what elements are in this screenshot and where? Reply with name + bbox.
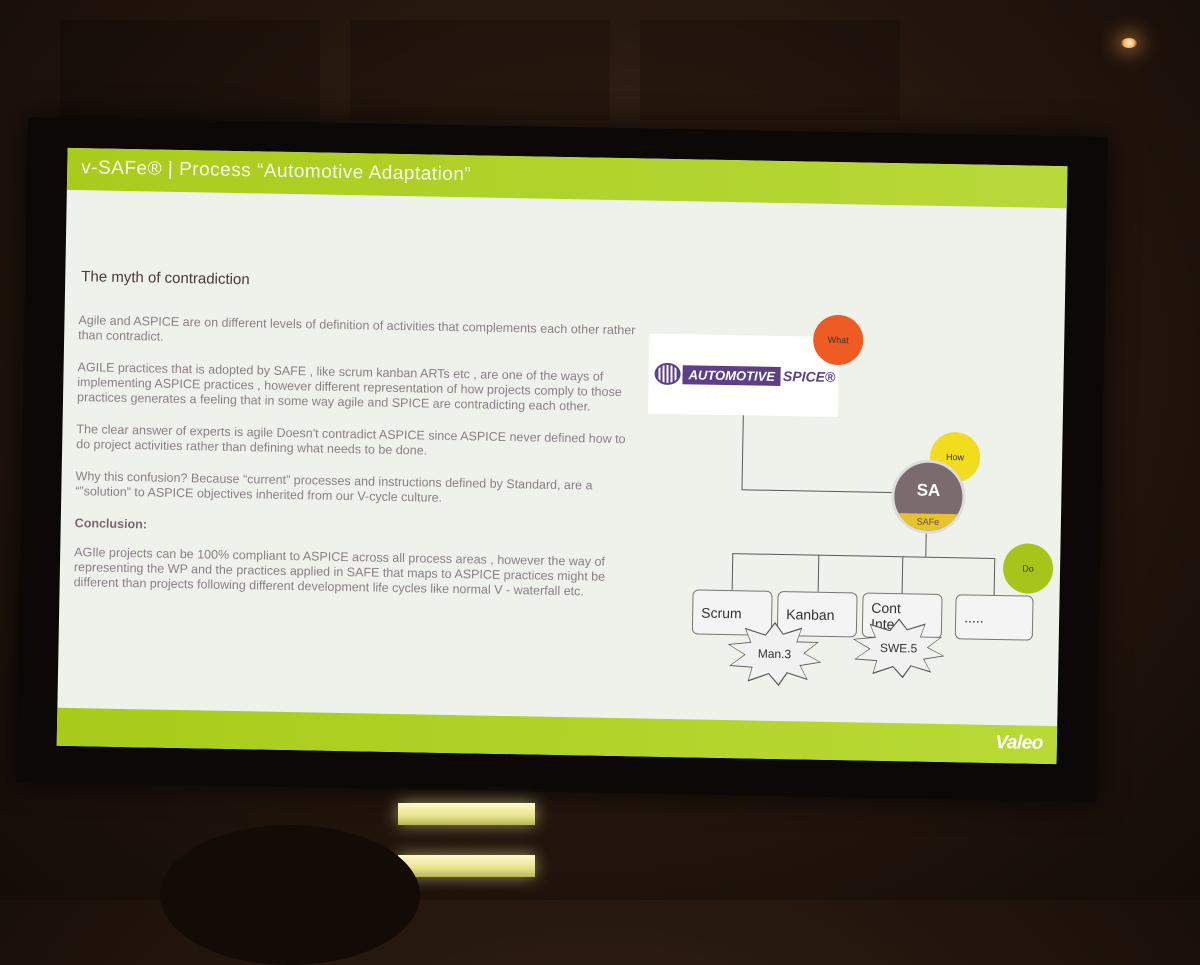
slide-title: v-SAFe® | Process “Automotive Adaptation…: [81, 157, 472, 186]
slide-body: Agile and ASPICE are on different levels…: [73, 313, 638, 617]
connector-line: [732, 553, 995, 559]
connector-line: [741, 489, 894, 494]
slide-heading: The myth of contradiction: [81, 268, 250, 289]
conclusion-label: Conclusion:: [74, 516, 148, 532]
wall-panel: [60, 20, 320, 120]
connector-line: [817, 554, 820, 592]
paragraph: The clear answer of experts is agile Doe…: [76, 422, 626, 458]
practice-box-more: .....: [954, 594, 1034, 641]
connector-line: [731, 553, 734, 591]
wall-panel: [350, 20, 610, 120]
stage-light: [398, 803, 535, 825]
connector-line: [925, 531, 927, 557]
do-circle: Do: [1002, 543, 1054, 595]
automotive-spice-logo: AUTOMOTIVE SPICE®: [647, 333, 840, 418]
projection-screen: v-SAFe® | Process “Automotive Adaptation…: [15, 117, 1109, 802]
connector-line: [741, 415, 744, 490]
paragraph: Agile and ASPICE are on different levels…: [78, 313, 636, 344]
slide-title-bar: v-SAFe® | Process “Automotive Adaptation…: [66, 147, 1068, 209]
valeo-logo: Valeo: [995, 731, 1044, 754]
ceiling-light: [1121, 38, 1137, 48]
safe-badge: SA SAFe: [890, 459, 967, 535]
aspice-logo-band: AUTOMOTIVE: [682, 364, 782, 386]
slide-footer-bar: Valeo: [56, 707, 1058, 765]
paragraph: Why this confusion? Because “current” pr…: [75, 469, 593, 505]
practice-box-kanban: Kanban: [776, 590, 858, 638]
stage-light: [398, 855, 535, 877]
safe-badge-main: SA: [916, 480, 941, 500]
wall-panel: [640, 20, 900, 120]
audience-head-silhouette: [160, 825, 420, 965]
safe-badge-sub: SAFe: [893, 513, 963, 532]
what-circle: What: [812, 314, 864, 366]
connector-line: [993, 557, 996, 595]
connector-line: [901, 556, 904, 594]
presentation-slide: v-SAFe® | Process “Automotive Adaptation…: [56, 147, 1068, 765]
globe-icon: [654, 362, 681, 386]
practice-box-scrum: Scrum: [691, 589, 773, 636]
aspice-logo-word: SPICE®: [782, 368, 836, 385]
paragraph: AGILE practices that is adopted by SAFE …: [76, 360, 622, 414]
conclusion-text: AGIle projects can be 100% compliant to …: [73, 545, 606, 599]
